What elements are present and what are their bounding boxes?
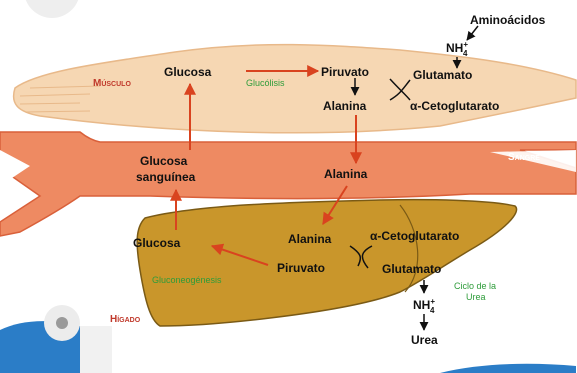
nh4-charge: + <box>463 40 468 49</box>
label-blood-glucosa-1: Glucosa <box>140 154 188 168</box>
camera-icon <box>56 317 68 329</box>
label-muscle-glucosa: Glucosa <box>164 65 212 79</box>
nh4-liver-charge: + <box>430 297 435 306</box>
label-liver-cetoglutarato: α-Cetoglutarato <box>370 229 459 243</box>
label-muscle-cetoglutarato: α-Cetoglutarato <box>410 99 499 113</box>
label-blood-glucosa-2: sanguínea <box>136 170 196 184</box>
label-liver-piruvato: Piruvato <box>277 261 325 275</box>
label-blood-alanina: Alanina <box>324 167 368 181</box>
nh4-base: NH <box>446 41 463 55</box>
label-muscle-glutamato: Glutamato <box>413 68 472 82</box>
arrow-aminoacidos <box>467 26 478 40</box>
decorative-blue-shape-right <box>440 364 576 373</box>
decorative-gray-panel <box>80 326 112 373</box>
label-liver-alanina: Alanina <box>288 232 332 246</box>
decorative-circle <box>24 0 80 18</box>
label-ciclo-urea-1: Ciclo de la <box>454 281 496 291</box>
label-urea: Urea <box>411 333 438 347</box>
label-higado: Hígado <box>110 314 141 325</box>
label-liver-glutamato: Glutamato <box>382 262 441 276</box>
label-muscle-alanina: Alanina <box>323 99 367 113</box>
label-liver-glucosa: Glucosa <box>133 236 181 250</box>
label-muscle-piruvato: Piruvato <box>321 65 369 79</box>
label-nh4-liver: NH+4 <box>413 297 435 315</box>
nh4-liver-base: NH <box>413 298 430 312</box>
label-ciclo-urea-2: Urea <box>466 292 486 302</box>
label-sangre: Sangre <box>508 152 540 163</box>
nh4-liver-sub: 4 <box>430 306 435 315</box>
nh4-sub: 4 <box>463 49 468 58</box>
label-glucolisis: Glucólisis <box>246 78 285 88</box>
label-musculo: Músculo <box>93 78 131 89</box>
label-aminoacidos: Aminoácidos <box>470 13 546 27</box>
label-gluconeogenesis: Gluconeogénesis <box>152 275 222 285</box>
